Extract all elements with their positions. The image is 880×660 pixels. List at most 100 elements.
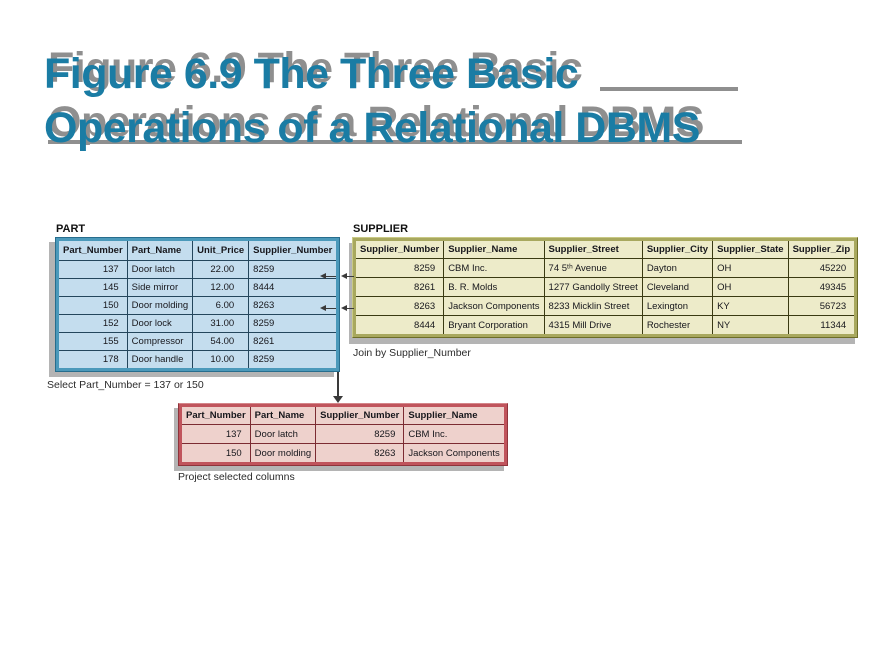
column-header: Supplier_Number bbox=[356, 241, 445, 259]
column-header: Supplier_Number bbox=[315, 407, 405, 425]
title-line-1: Figure 6.9 The Three Basic bbox=[44, 50, 579, 98]
title-underline-segment bbox=[600, 87, 738, 91]
column-header: Supplier_Street bbox=[544, 241, 643, 259]
table-cell: 137 bbox=[59, 260, 128, 279]
table-cell: OH bbox=[712, 277, 789, 297]
table-cell: CBM Inc. bbox=[443, 258, 545, 278]
table-cell: OH bbox=[712, 258, 789, 278]
join-operation-caption: Join by Supplier_Number bbox=[353, 347, 471, 359]
join-arrow-icon bbox=[320, 273, 336, 280]
column-header: Unit_Price bbox=[192, 241, 250, 261]
table-cell: 8259 bbox=[248, 260, 337, 279]
table-cell: 8259 bbox=[248, 314, 337, 333]
title-underline-segment bbox=[48, 140, 742, 144]
column-header: Supplier_Zip bbox=[788, 241, 855, 259]
column-header: Part_Number bbox=[182, 407, 251, 425]
table-cell: Door latch bbox=[250, 424, 317, 444]
table-cell: Door molding bbox=[250, 443, 317, 462]
join-arrow-icon bbox=[320, 305, 336, 312]
table-cell: 56723 bbox=[788, 296, 855, 316]
table-cell: 152 bbox=[59, 314, 128, 333]
column-header: Supplier_City bbox=[642, 241, 714, 259]
table-cell: Bryant Corporation bbox=[443, 315, 545, 334]
table-cell: 137 bbox=[182, 424, 251, 444]
table-cell: 8263 bbox=[248, 296, 337, 315]
column-header: Part_Name bbox=[250, 407, 317, 425]
table-cell: 8259 bbox=[315, 424, 405, 444]
table-cell: 8233 Micklin Street bbox=[544, 296, 643, 316]
table-cell: Cleveland bbox=[642, 277, 714, 297]
table-cell: 150 bbox=[59, 296, 128, 315]
table-cell: 54.00 bbox=[192, 332, 250, 351]
figure-title: Figure 6.9 The Three Basic Operations of… bbox=[44, 44, 804, 157]
table-cell: 8263 bbox=[356, 296, 445, 316]
column-header: Part_Number bbox=[59, 241, 128, 261]
table-cell: Door latch bbox=[127, 260, 194, 279]
table-cell: 12.00 bbox=[192, 278, 250, 297]
arrow-down-icon bbox=[333, 396, 343, 403]
table-cell: 178 bbox=[59, 350, 128, 368]
table-cell: Rochester bbox=[642, 315, 714, 334]
table-cell: 4315 Mill Drive bbox=[544, 315, 643, 334]
table-cell: 11344 bbox=[788, 315, 855, 334]
table-cell: B. R. Molds bbox=[443, 277, 545, 297]
table-cell: 1277 Gandolly Street bbox=[544, 277, 643, 297]
title-line-1-shadow: Figure 6.9 The Three Basic bbox=[48, 44, 583, 92]
table-cell: 155 bbox=[59, 332, 128, 351]
table-cell: 8444 bbox=[248, 278, 337, 297]
table-cell: 74 5ᵗʰ Avenue bbox=[544, 258, 643, 278]
join-arrow-icon bbox=[341, 273, 354, 280]
table-cell: 8259 bbox=[248, 350, 337, 368]
table-cell: 10.00 bbox=[192, 350, 250, 368]
title-line-2: Operations of a Relational DBMS bbox=[44, 104, 700, 152]
table-cell: 8263 bbox=[315, 443, 405, 462]
table-cell: NY bbox=[712, 315, 789, 334]
table-cell: CBM Inc. bbox=[403, 424, 504, 444]
table-cell: 49345 bbox=[788, 277, 855, 297]
table-cell: Door molding bbox=[127, 296, 194, 315]
table-cell: Side mirror bbox=[127, 278, 194, 297]
figure-title-text: Figure 6.9 The Three Basic Operations of… bbox=[44, 47, 700, 155]
table-cell: 22.00 bbox=[192, 260, 250, 279]
column-header: Supplier_Name bbox=[443, 241, 545, 259]
project-operation-caption: Project selected columns bbox=[178, 471, 295, 483]
table-cell: Dayton bbox=[642, 258, 714, 278]
supplier-table-label: SUPPLIER bbox=[353, 223, 409, 235]
table-cell: Compressor bbox=[127, 332, 194, 351]
table-cell: 8261 bbox=[356, 277, 445, 297]
table-cell: 6.00 bbox=[192, 296, 250, 315]
table-cell: Jackson Components bbox=[443, 296, 545, 316]
part-table-label: PART bbox=[56, 223, 86, 235]
table-cell: 8444 bbox=[356, 315, 445, 334]
column-header: Supplier_State bbox=[712, 241, 789, 259]
column-header: Supplier_Number bbox=[248, 241, 337, 261]
table-cell: Jackson Components bbox=[403, 443, 504, 462]
title-line-2-shadow: Operations of a Relational DBMS bbox=[48, 98, 704, 146]
select-operation-caption: Select Part_Number = 137 or 150 bbox=[47, 379, 204, 391]
figure-title-shadow: Figure 6.9 The Three Basic Operations of… bbox=[48, 41, 704, 149]
table-cell: Lexington bbox=[642, 296, 714, 316]
table-cell: 31.00 bbox=[192, 314, 250, 333]
column-header: Part_Name bbox=[127, 241, 194, 261]
table-cell: 45220 bbox=[788, 258, 855, 278]
